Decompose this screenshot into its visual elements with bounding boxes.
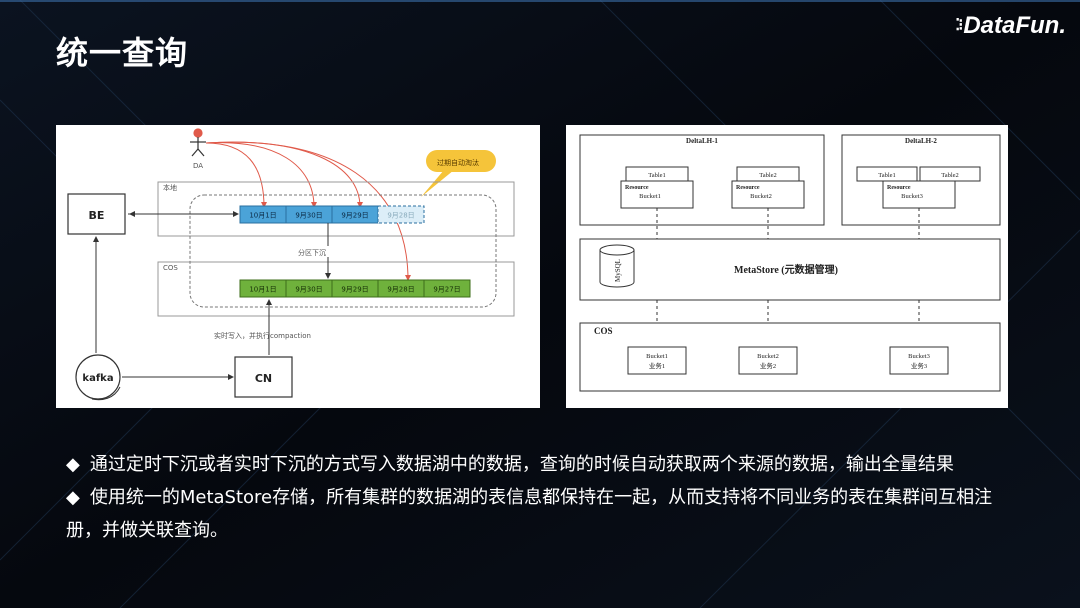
expired-partition: [377, 205, 425, 224]
actor-label: DA: [193, 162, 203, 170]
resource-box: [620, 180, 694, 209]
bullet-text: 使用统一的MetaStore存储，所有集群的数据湖的表信息都保持在一起，从而支持…: [66, 487, 993, 541]
cos-bucket-name: Bucket2: [757, 353, 779, 360]
diamond-bullet-icon: ◆: [66, 454, 80, 475]
dashed-connectors: [656, 208, 920, 347]
page-title: 统一查询: [56, 34, 189, 72]
bucket-label: Bucket2: [750, 193, 772, 200]
partition-label: 9月28日: [387, 286, 414, 294]
da-actor-icon: [190, 128, 206, 157]
partition-label: 9月28日: [387, 212, 414, 220]
cos-section-label: COS: [163, 264, 178, 272]
cos-bucket: [627, 346, 687, 375]
metastore-label: MetaStore (元数据管理): [734, 263, 838, 276]
bullet-item: ◆ 通过定时下沉或者实时下沉的方式写入数据湖中的数据，查询的时候自动获取两个来源的…: [66, 448, 1006, 481]
metastore-box: [579, 238, 1001, 301]
partition-label: 9月30日: [295, 212, 322, 220]
bullet-text: 通过定时下沉或者实时下沉的方式写入数据湖中的数据，查询的时候自动获取两个来源的数…: [89, 454, 954, 475]
be-node: [67, 193, 126, 235]
table-label: Table2: [759, 172, 777, 179]
cos-bucket: [889, 346, 949, 375]
expire-callout: [421, 150, 496, 197]
local-label: 本地: [163, 183, 177, 192]
cos-partition: [423, 279, 471, 298]
query-arrows: [205, 141, 411, 281]
cos-bucket-biz: 业务2: [760, 361, 776, 370]
datafun-logo: ⁚⁝DataFun.: [955, 12, 1066, 40]
mysql-label: MySQL: [614, 259, 622, 282]
local-partition-row: 10月1日 9月30日 9月29日 9月28日: [239, 205, 425, 224]
deltalh2-title: DeltaLH-2: [905, 137, 937, 145]
resource-label: Resource: [625, 185, 649, 191]
resource-label: Resource: [736, 185, 760, 191]
cos-section: [157, 261, 515, 317]
cos-bucket-name: Bucket3: [908, 353, 930, 360]
cos-bucket-biz: 业务3: [911, 361, 927, 370]
partition-label: 9月27日: [433, 286, 460, 294]
mysql-database-icon: [599, 244, 635, 288]
deltalh1-title: DeltaLH-1: [686, 137, 718, 145]
bucket-label: Bucket3: [901, 193, 923, 200]
kafka-node: [75, 354, 121, 401]
metastore-architecture-diagram: DeltaLH-1 Table1 Resource Bucket1 Table2…: [566, 125, 1008, 408]
bullet-list: ◆ 通过定时下沉或者实时下沉的方式写入数据湖中的数据，查询的时候自动获取两个来源的…: [66, 448, 1006, 547]
cos-label: COS: [594, 326, 613, 336]
bullet-item: ◆使用统一的MetaStore存储，所有集群的数据湖的表信息都保持在一起，从而支…: [66, 481, 1006, 547]
sink-label: 分区下沉: [298, 248, 326, 257]
logo-dots-icon: ⁚⁝: [955, 17, 963, 34]
table-label: Table1: [648, 172, 666, 179]
partition-label: 9月29日: [341, 212, 368, 220]
local-section: [157, 181, 515, 237]
cos-bucket-biz: 业务1: [649, 361, 665, 370]
cn-label: CN: [255, 372, 272, 385]
tiered-storage-diagram: DA 过期自动淘汰 本地 COS 10月1日 9月30日: [56, 125, 540, 408]
partition-label: 9月30日: [295, 286, 322, 294]
logo-text: DataFun.: [963, 12, 1066, 39]
callout-label: 过期自动淘汰: [437, 158, 479, 167]
resource-box: [731, 180, 805, 209]
table-label: Table2: [941, 172, 959, 179]
resource-label: Resource: [887, 185, 911, 191]
partition-label: 10月1日: [249, 286, 276, 294]
cos-bucket: [738, 346, 798, 375]
be-label: BE: [89, 209, 105, 222]
partition-label: 10月1日: [249, 212, 276, 220]
kafka-label: kafka: [82, 373, 113, 384]
unified-view-box: [189, 194, 497, 308]
partition-label: 9月29日: [341, 286, 368, 294]
table-label: Table1: [878, 172, 896, 179]
bucket-label: Bucket1: [639, 193, 661, 200]
write-label: 实时写入，并执行compaction: [214, 331, 311, 340]
cn-node: [234, 356, 293, 398]
cos-partition-row: 10月1日 9月30日 9月29日 9月28日 9月27日: [239, 279, 471, 298]
cos-bucket-name: Bucket1: [646, 353, 668, 360]
diamond-bullet-icon: ◆: [66, 487, 80, 508]
